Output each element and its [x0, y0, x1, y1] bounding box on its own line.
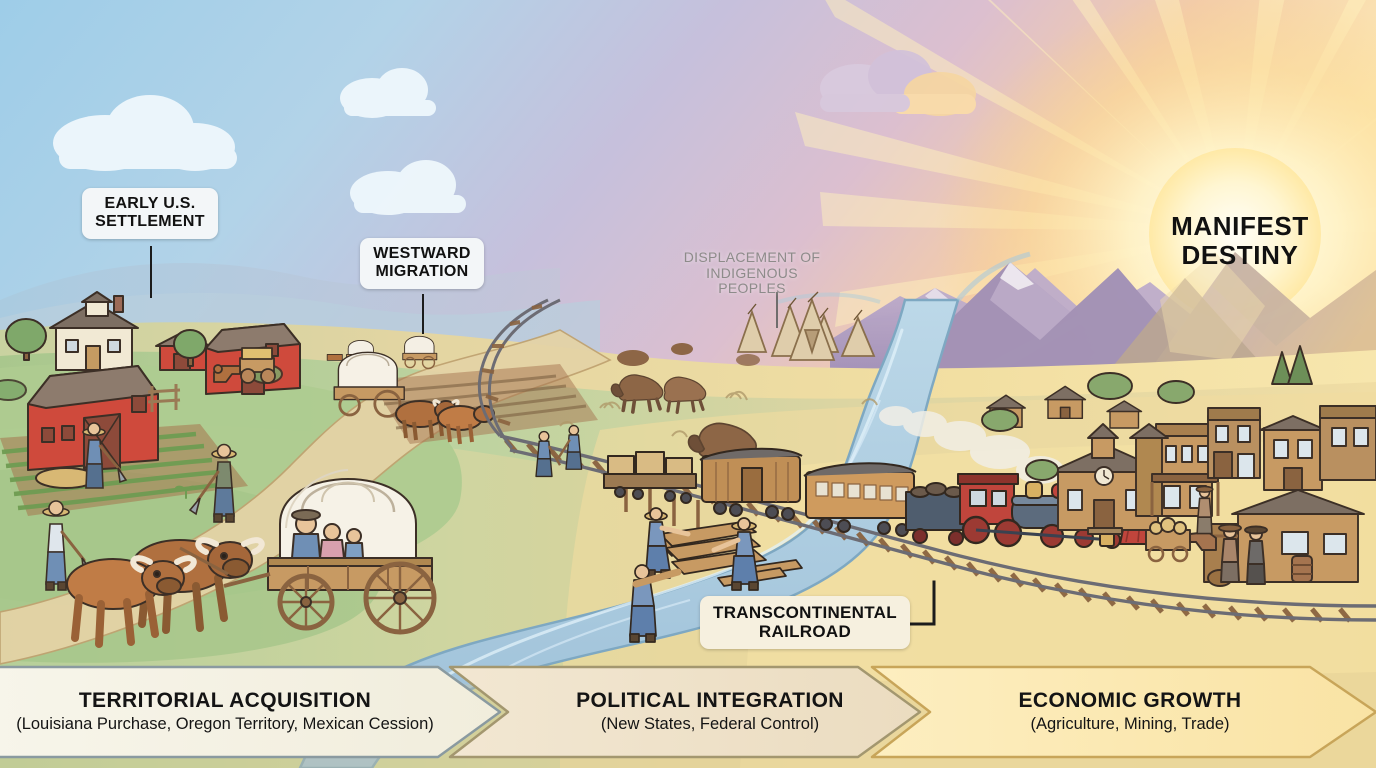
- process-arrow-banner: TERRITORIAL ACQUISITION (Louisiana Purch…: [0, 655, 1376, 768]
- frontier-town: [981, 345, 1376, 587]
- callout-displacement-indigenous: DISPLACEMENT OF INDIGENOUS PEOPLES: [672, 249, 832, 297]
- rail-workers: [535, 424, 803, 643]
- arrow-subtitle: (Louisiana Purchase, Oregon Territory, M…: [16, 715, 434, 734]
- teepee-camp: [736, 291, 876, 361]
- arrow-segment-territorial-acquisition: TERRITORIAL ACQUISITION (Louisiana Purch…: [0, 667, 450, 757]
- arrow-subtitle: (Agriculture, Mining, Trade): [1030, 715, 1230, 734]
- callout-line-1: WESTWARD: [373, 245, 471, 262]
- callout-line-2: INDIGENOUS PEOPLES: [706, 264, 798, 297]
- callout-line-2: DESTINY: [1181, 240, 1299, 271]
- callout-line-2: SETTLEMENT: [95, 212, 205, 230]
- callout-early-settlement: EARLY U.S. SETTLEMENT: [82, 188, 218, 239]
- callout-line-1: TRANSCONTINENTAL: [713, 603, 897, 622]
- cloud-group-warm: [820, 50, 976, 116]
- callout-transcontinental-railroad: TRANSCONTINENTAL RAILROAD: [700, 596, 910, 650]
- leader-line-displacement: [776, 292, 778, 328]
- arrow-segment-political-integration: POLITICAL INTEGRATION (New States, Feder…: [500, 667, 920, 757]
- arrow-subtitle: (New States, Federal Control): [600, 715, 820, 734]
- leader-line-westward-migration: [422, 294, 424, 334]
- arrow-segment-economic-growth: ECONOMIC GROWTH (Agriculture, Mining, Tr…: [930, 667, 1330, 757]
- hay-cart: [213, 347, 276, 384]
- arrow-title: POLITICAL INTEGRATION: [576, 689, 844, 713]
- callout-line-1: EARLY U.S.: [104, 195, 196, 212]
- arrow-title: TERRITORIAL ACQUISITION: [78, 689, 372, 713]
- callout-line-2: RAILROAD: [758, 622, 852, 642]
- leader-line-early-settlement: [150, 246, 152, 298]
- arrow-title: ECONOMIC GROWTH: [1018, 689, 1242, 713]
- callout-line-2: MIGRATION: [375, 262, 469, 280]
- callout-manifest-destiny: MANIFEST DESTINY: [1170, 211, 1310, 271]
- arrow-shapes: [0, 665, 1376, 759]
- callout-line-1: MANIFEST: [1171, 211, 1309, 241]
- callout-line-1: DISPLACEMENT OF: [683, 249, 821, 265]
- wagon-train: [66, 335, 495, 648]
- farmers: [42, 422, 237, 591]
- callout-westward-migration: WESTWARD MIGRATION: [360, 238, 484, 289]
- cloud-group-cool: [53, 68, 466, 215]
- bison-herd: [610, 343, 760, 477]
- leader-line-transcontinental-railroad: [906, 580, 936, 626]
